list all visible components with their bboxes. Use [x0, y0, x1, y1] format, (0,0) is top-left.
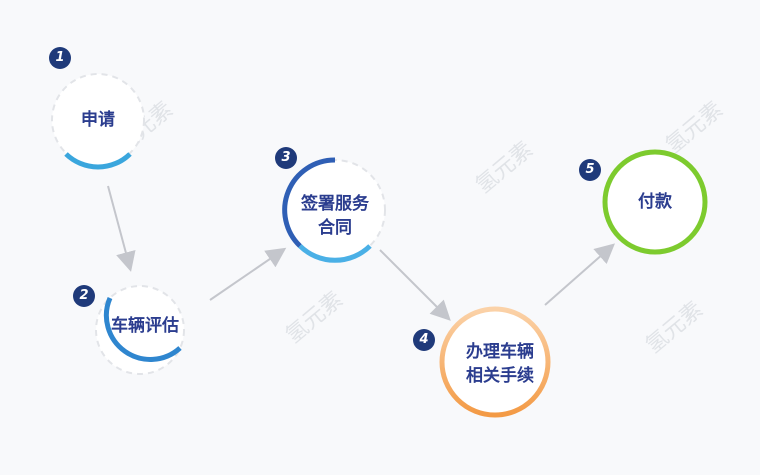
arrow-3-to-4: [379, 249, 451, 321]
step-2-ring: [95, 285, 185, 375]
step-1-ring: [51, 73, 145, 170]
step-3-label: 签署服务合同: [301, 194, 369, 238]
step-1-label: 申请: [81, 110, 115, 130]
arrow-1-to-2: [107, 185, 136, 272]
step-2-label: 车辆评估: [111, 316, 179, 336]
arrow-2-to-3: [209, 247, 287, 301]
step-4-ring: [439, 306, 551, 418]
step-3-badge: 3: [275, 147, 297, 169]
step-4-label: 办理车辆相关手续: [466, 342, 534, 386]
step-5-ring: [602, 149, 708, 255]
step-1-badge: 1: [49, 47, 71, 69]
step-5-label: 付款: [638, 192, 672, 212]
step-4-badge: 4: [413, 329, 435, 351]
step-2-badge: 2: [73, 285, 95, 307]
step-5-badge: 5: [579, 159, 601, 181]
arrows: [107, 185, 616, 321]
step-3-ring: [282, 157, 386, 263]
arrow-4-to-5: [544, 243, 616, 306]
